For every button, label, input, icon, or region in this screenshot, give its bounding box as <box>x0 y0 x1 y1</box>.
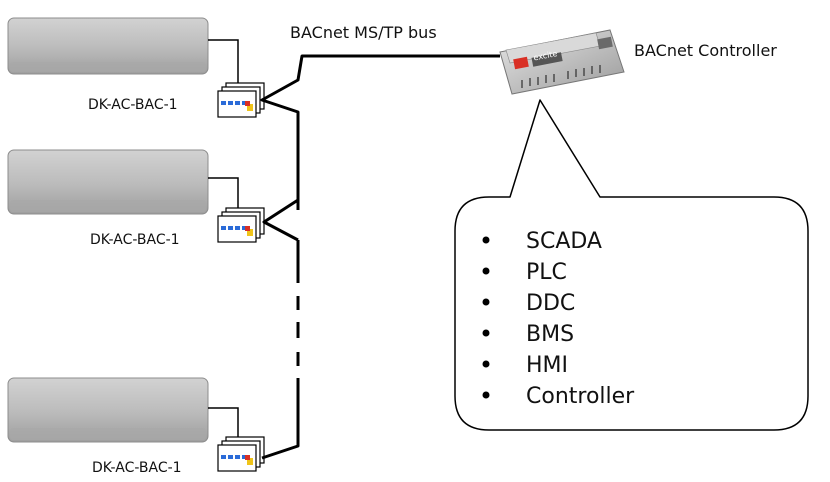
ac-2-cable <box>208 177 239 212</box>
gateway-device-1 <box>217 82 265 118</box>
gateway-label-2: DK-AC-BAC-1 <box>90 232 180 248</box>
ac-unit-3 <box>7 377 209 443</box>
ac-unit-2 <box>7 149 209 215</box>
ac-3-cable <box>208 407 239 440</box>
bullet-icon <box>482 329 490 337</box>
ac-1-cable <box>208 39 239 85</box>
callout-item: SCADA <box>526 229 602 254</box>
gateway-label-3: DK-AC-BAC-1 <box>92 460 182 476</box>
bullet-icon <box>482 298 490 306</box>
bullet-icon <box>482 236 490 244</box>
bullet-icon <box>482 391 490 399</box>
callout-item: HMI <box>526 353 568 378</box>
bullet-icon <box>482 267 490 275</box>
gateway-device-2 <box>217 207 265 243</box>
callout-list: SCADA PLC DDC BMS HMI Controller <box>482 229 635 409</box>
callout-bubble <box>454 99 809 431</box>
controller-label: BACnet Controller <box>634 41 777 60</box>
callout-item: Controller <box>526 384 635 409</box>
gateway-device-3 <box>217 436 265 472</box>
bacnet-controller-device: excite <box>499 29 625 95</box>
callout-item: DDC <box>526 291 575 316</box>
bus-label: BACnet MS/TP bus <box>290 23 437 42</box>
callout-item: BMS <box>526 322 574 347</box>
bullet-icon <box>482 360 490 368</box>
callout-item: PLC <box>526 260 567 285</box>
gateway-label-1: DK-AC-BAC-1 <box>88 97 178 113</box>
bacnet-bus-lines <box>260 54 500 460</box>
ac-unit-1 <box>7 17 209 75</box>
